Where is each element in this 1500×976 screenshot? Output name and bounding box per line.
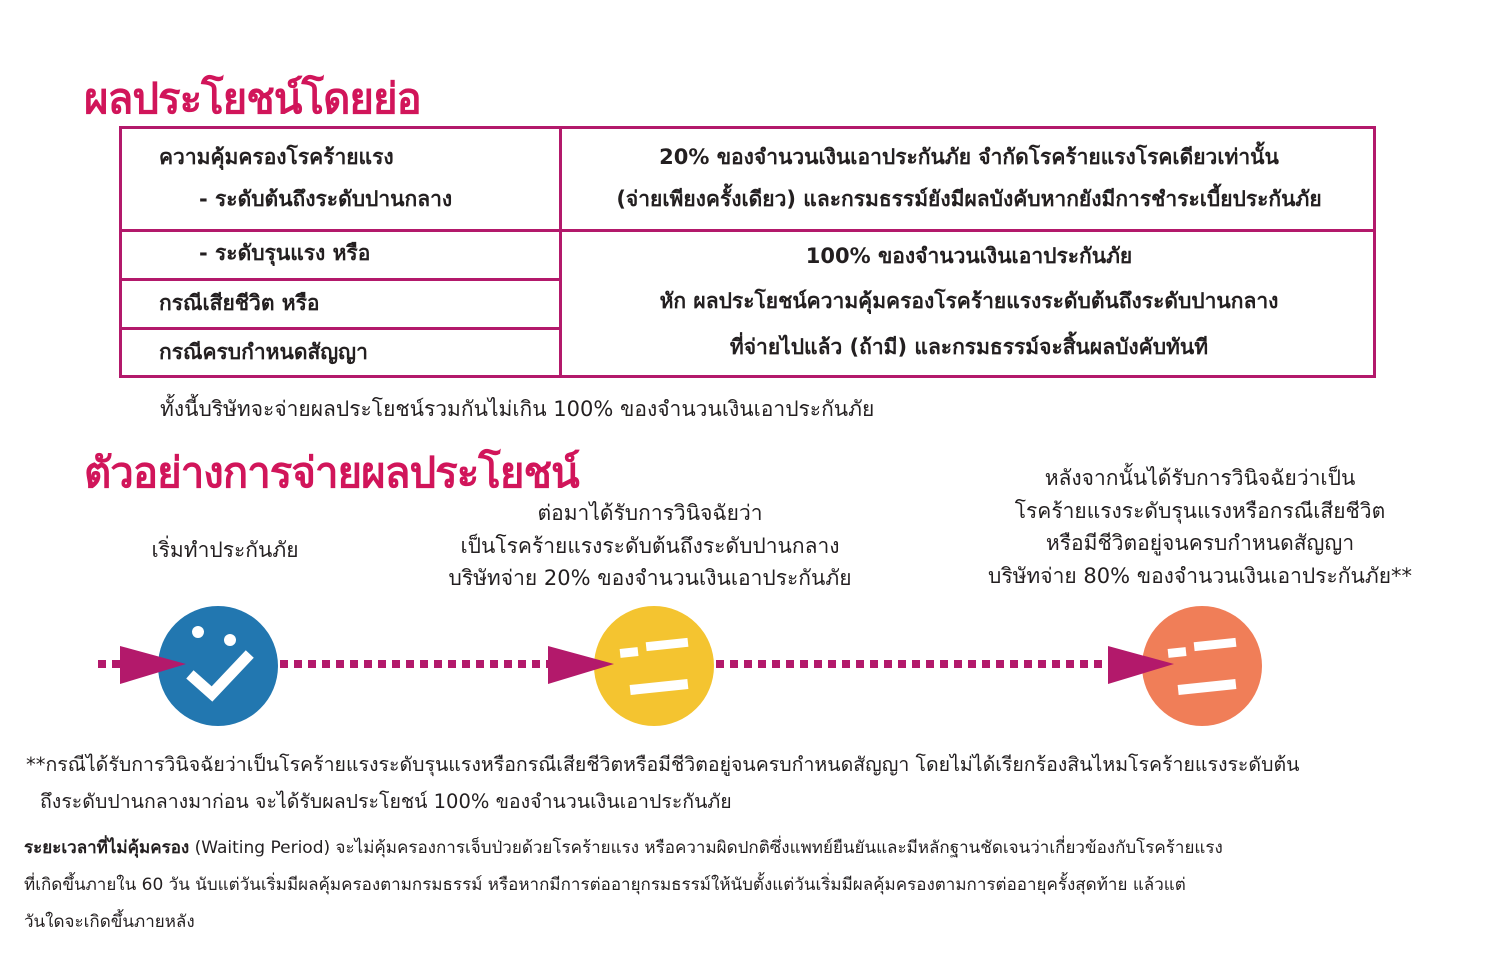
step-text-line: หลังจากนั้นได้รับการวินิจฉัยว่าเป็น (1044, 466, 1356, 490)
benefit-summary-table: ความคุ้มครองโรคร้ายแรง - ระดับต้นถึงระดั… (119, 126, 1376, 378)
row1-left-line1: ความคุ้มครองโรคร้ายแรง (159, 145, 394, 169)
payment-timeline (98, 606, 1262, 726)
step-text-line: เป็นโรคร้ายแรงระดับต้นถึงระดับปานกลาง (460, 533, 840, 558)
row1-left-line2: - ระดับต้นถึงระดับปานกลาง (199, 187, 453, 211)
row2-left-item: กรณีครบกำหนดสัญญา (159, 340, 368, 364)
row2-left-item: - ระดับรุนแรง หรือ (199, 241, 371, 265)
step-severe-stage-text: หลังจากนั้นได้รับการวินิจฉัยว่าเป็น โรคร… (950, 462, 1450, 592)
table-subrow-divider (122, 278, 559, 281)
table-row-divider (122, 229, 1373, 232)
step-early-stage-text: ต่อมาได้รับการวินิจฉัยว่า เป็นโรคร้ายแรง… (400, 497, 900, 595)
neutral-face-icon (594, 606, 714, 726)
asterisk-note-line1: **กรณีได้รับการวินิจฉัยว่าเป็นโรคร้ายแรง… (26, 753, 1300, 776)
row2-right-line2: หัก ผลประโยชน์ความคุ้มครองโรคร้ายแรงระดั… (659, 289, 1279, 313)
waiting-period-label: ระยะเวลาที่ไม่คุ้มครอง (24, 838, 190, 858)
summary-footnote: ทั้งนี้บริษัทจะจ่ายผลประโยชน์รวมกันไม่เก… (160, 397, 875, 421)
row2-right-line3: ที่จ่ายไปแล้ว (ถ้ามี) และกรมธรรม์จะสิ้นผ… (729, 335, 1209, 359)
arrow-head-icon (548, 646, 614, 684)
step-text-line: บริษัทจ่าย 80% ของจำนวนเงินเอาประกันภัย*… (987, 563, 1413, 588)
step-start-text: เริ่มทำประกันภัย (70, 534, 380, 567)
arrow-head-icon (1108, 646, 1174, 684)
neutral-face-icon (1142, 606, 1262, 726)
waiting-period-line1: ระยะเวลาที่ไม่คุ้มครอง (Waiting Period) … (24, 836, 1223, 862)
asterisk-note-line2: ถึงระดับปานกลางมาก่อน จะได้รับผลประโยชน์… (40, 790, 732, 813)
smiley-face-icon (158, 606, 278, 726)
waiting-period-text: จะไม่คุ้มครองการเจ็บป่วยด้วยโรคร้ายแรง ห… (335, 838, 1223, 858)
table-subrow-divider (122, 327, 559, 330)
row2-right-line1: 100% ของจำนวนเงินเอาประกันภัย (805, 244, 1133, 268)
waiting-period-line3: วันใดจะเกิดขึ้นภายหลัง (24, 912, 195, 932)
step-text-line: เริ่มทำประกันภัย (151, 538, 299, 562)
row1-right-line1: 20% ของจำนวนเงินเอาประกันภัย จำกัดโรคร้า… (659, 145, 1279, 169)
step-text-line: หรือมีชีวิตอยู่จนครบกำหนดสัญญา (1045, 531, 1355, 556)
waiting-period-line2: ที่เกิดขึ้นภายใน 60 วัน นับแต่วันเริ่มมี… (24, 875, 1186, 895)
waiting-period-en: (Waiting Period) (194, 838, 331, 858)
row1-right-line2: (จ่ายเพียงครั้งเดียว) และกรมธรรม์ยังมีผล… (616, 187, 1322, 211)
arrow-head-icon (120, 646, 186, 684)
row2-left-item: กรณีเสียชีวิต หรือ (159, 291, 320, 315)
step-text-line: บริษัทจ่าย 20% ของจำนวนเงินเอาประกันภัย (448, 566, 852, 591)
example-title: ตัวอย่างการจ่ายผลประโยชน์ (84, 448, 580, 497)
step-text-line: โรคร้ายแรงระดับรุนแรงหรือกรณีเสียชีวิต (1014, 498, 1386, 523)
table-column-divider (559, 129, 562, 375)
summary-title: ผลประโยชน์โดยย่อ (84, 74, 422, 123)
step-text-line: ต่อมาได้รับการวินิจฉัยว่า (537, 501, 763, 525)
